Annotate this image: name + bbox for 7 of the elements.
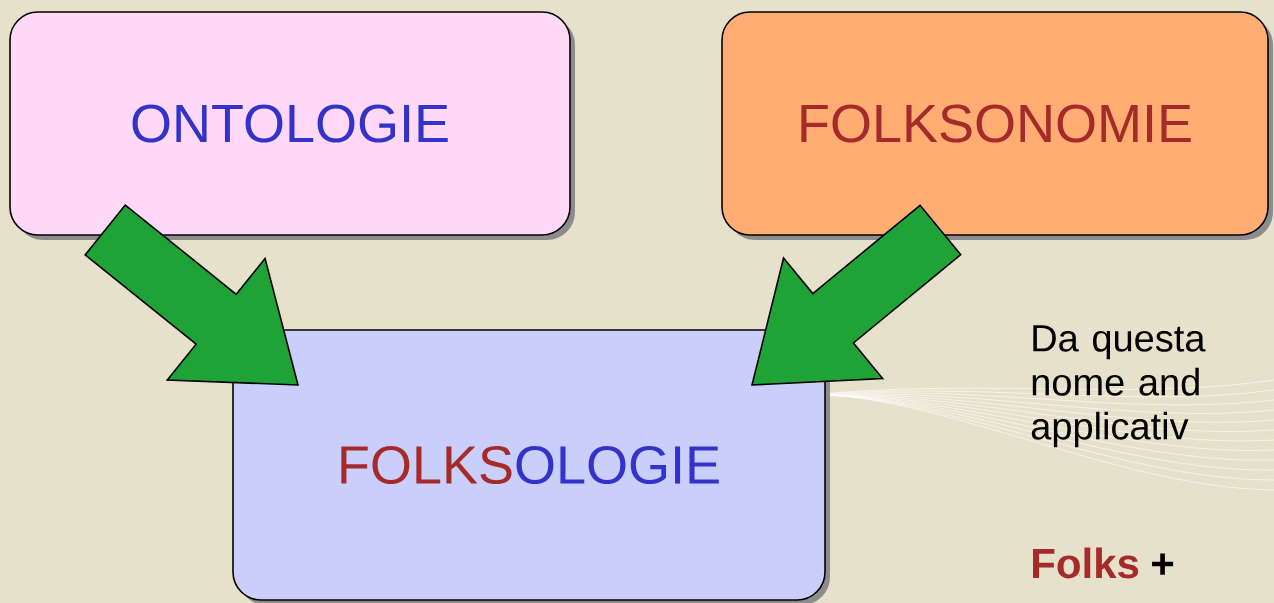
rounded-box: ONTOLOGIE — [9, 11, 575, 240]
rounded-box: FOLKSOLOGIE — [232, 329, 830, 603]
paragraph: Da questa nome and applicativ — [1031, 325, 1206, 448]
word: Folks — [1033, 547, 1139, 579]
plus-sign: + — [1152, 553, 1174, 575]
block-arrow — [750, 204, 962, 386]
rounded-box: FOLKSONOMIE — [721, 11, 1273, 240]
